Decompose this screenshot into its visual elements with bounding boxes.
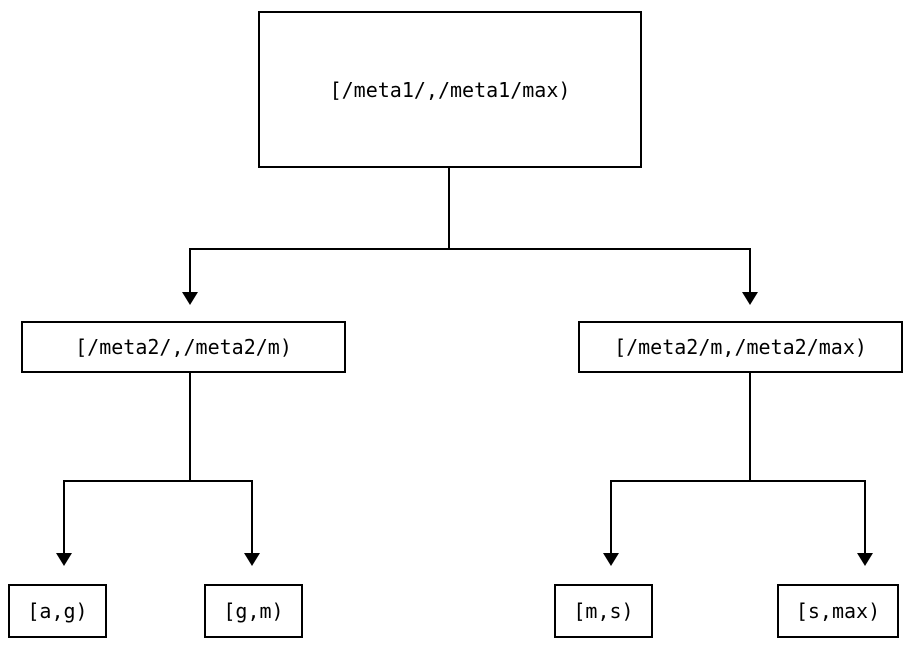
edge-mid-left-crossbar (63, 480, 253, 482)
node-root[interactable]: [/meta1/,/meta1/max) (258, 11, 642, 168)
node-leaf-0-label: [a,g) (27, 599, 88, 623)
arrowhead-mid-left (182, 292, 198, 305)
arrowhead-leaf-1 (244, 553, 260, 566)
arrowhead-mid-right (742, 292, 758, 305)
node-mid-right[interactable]: [/meta2/m,/meta2/max) (578, 321, 903, 373)
node-leaf-g-m[interactable]: [g,m) (204, 584, 303, 638)
edge-root-crossbar (189, 248, 751, 250)
node-leaf-1-label: [g,m) (223, 599, 284, 623)
node-leaf-3-label: [s,max) (795, 599, 881, 623)
arrowhead-leaf-2 (603, 553, 619, 566)
edge-root-to-mid-left-drop (189, 248, 191, 292)
edge-mid-right-stem (749, 373, 751, 481)
edge-root-to-mid-right-drop (749, 248, 751, 292)
node-leaf-s-max[interactable]: [s,max) (777, 584, 899, 638)
edge-mid-left-to-leaf1-drop (251, 480, 253, 553)
edge-root-stem (448, 168, 450, 249)
edge-mid-left-stem (189, 373, 191, 481)
edge-mid-right-to-leaf3-drop (864, 480, 866, 553)
arrowhead-leaf-0 (56, 553, 72, 566)
arrowhead-leaf-3 (857, 553, 873, 566)
node-leaf-a-g[interactable]: [a,g) (8, 584, 107, 638)
node-leaf-2-label: [m,s) (573, 599, 634, 623)
edge-mid-left-to-leaf0-drop (63, 480, 65, 553)
node-mid-left[interactable]: [/meta2/,/meta2/m) (21, 321, 346, 373)
edge-mid-right-crossbar (610, 480, 866, 482)
node-leaf-m-s[interactable]: [m,s) (554, 584, 653, 638)
node-mid-left-label: [/meta2/,/meta2/m) (75, 335, 292, 359)
node-mid-right-label: [/meta2/m,/meta2/max) (614, 335, 867, 359)
edge-mid-right-to-leaf2-drop (610, 480, 612, 553)
node-root-label: [/meta1/,/meta1/max) (329, 77, 571, 102)
